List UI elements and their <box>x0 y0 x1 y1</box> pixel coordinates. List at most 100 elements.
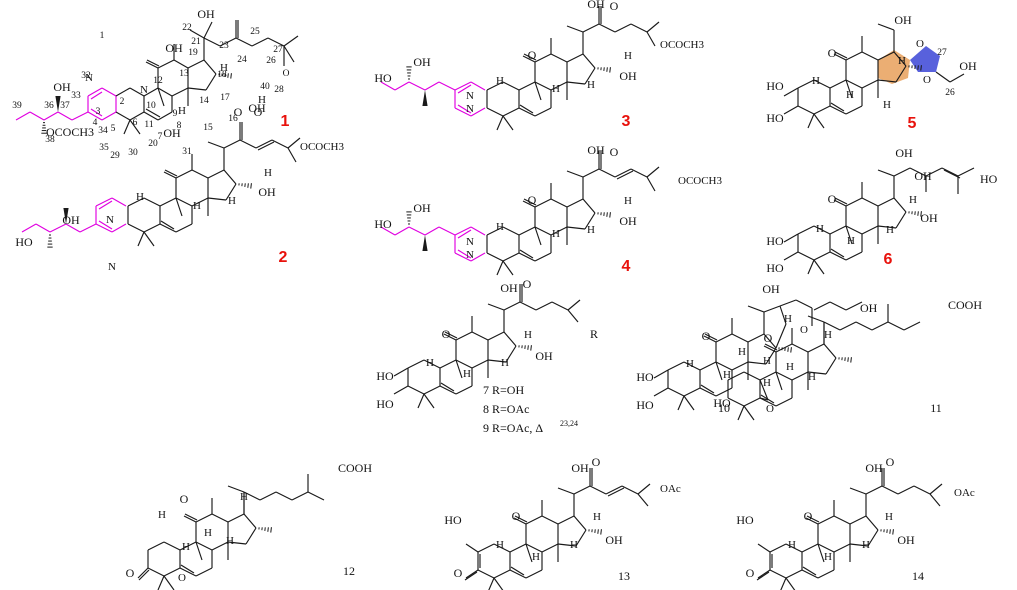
stereo-h: H <box>886 224 894 236</box>
s6-bond <box>941 167 959 177</box>
s3-bond <box>534 53 552 63</box>
hydroxyl-label: HO <box>980 172 998 186</box>
s5-bond <box>783 105 799 115</box>
s3-bond <box>534 81 552 91</box>
stereo-h: H <box>532 551 540 563</box>
s7-bond <box>535 301 553 311</box>
s1-bond <box>90 108 103 117</box>
hydroxyl-label: OH <box>587 143 605 157</box>
hydroxyl-label: OH <box>860 301 878 315</box>
s14-bond <box>801 543 819 553</box>
s14-bond <box>805 517 819 525</box>
hydroxyl-label: HO <box>636 370 654 384</box>
s13-bond <box>525 543 533 563</box>
s13-bond <box>477 569 495 579</box>
s4-bond <box>534 226 552 236</box>
s2-bond <box>127 223 145 233</box>
carbonyl-oxygen: O <box>512 509 521 523</box>
s6-bond <box>830 248 845 258</box>
s3-bond <box>582 23 600 33</box>
acetoxy-label: OCOCH3 <box>678 175 723 187</box>
hydroxyl-label: OH <box>53 80 71 94</box>
s12-bond <box>275 491 293 501</box>
s14-bond <box>785 569 803 579</box>
s11-bond <box>727 397 745 407</box>
s2-bond <box>287 147 297 163</box>
s4-bond <box>523 198 537 206</box>
s5-hash-bond <box>920 65 922 71</box>
nitrogen-label: N <box>466 249 474 261</box>
s13-bond <box>557 543 577 547</box>
s12-bond <box>163 541 181 551</box>
s13-bond <box>514 515 528 523</box>
s13-bond <box>493 577 504 590</box>
s6-bond <box>861 225 879 235</box>
s2-bond <box>111 223 127 233</box>
hydroxyl-label: OH <box>413 201 431 215</box>
s13-bond <box>573 515 587 531</box>
s2-bond <box>79 223 97 233</box>
s14-hash-bond <box>889 529 891 534</box>
s6-bond <box>845 251 863 261</box>
carbonyl-oxygen: O <box>528 48 537 62</box>
stereo-h: H <box>158 509 166 521</box>
s13-bond <box>525 515 543 525</box>
s7-bond <box>503 301 521 311</box>
s13-bond <box>621 485 639 495</box>
carbonyl-oxygen: O <box>254 105 263 119</box>
s6-bond <box>807 259 815 275</box>
carbonyl-oxygen: O <box>886 455 895 469</box>
hydroxyl-label: OH <box>535 349 553 363</box>
s11-bond <box>775 371 793 381</box>
stereo-h: H <box>788 539 796 551</box>
s3-bond <box>470 107 486 117</box>
s5-bond <box>877 23 895 31</box>
s4-bond <box>457 229 472 239</box>
s14-bond <box>757 569 771 579</box>
s2-bond <box>255 139 273 149</box>
s6-bond <box>845 225 853 245</box>
s6-bond <box>813 251 831 261</box>
s5-bond <box>845 105 863 115</box>
s11-bond <box>887 321 905 331</box>
s1-bond <box>143 111 159 121</box>
hydroxyl-label: HO <box>636 398 654 412</box>
stereo-h: H <box>552 228 560 240</box>
s3-bond <box>470 81 486 91</box>
stereo-h: H <box>763 377 771 389</box>
s4-bond <box>457 249 472 259</box>
stereo-h: H <box>885 511 893 523</box>
s14-bond <box>780 577 787 590</box>
hydroxyl-label: OH <box>762 282 780 296</box>
stereo-h: H <box>178 105 186 117</box>
s7-bond <box>423 385 441 395</box>
s3-wedge-bond <box>422 90 428 106</box>
s13-bond <box>510 566 525 576</box>
s2-bond <box>207 169 225 179</box>
s3-bond <box>486 107 504 117</box>
atom-locant: 3 <box>96 107 101 117</box>
s6-bond <box>877 197 895 207</box>
s2-bond <box>223 169 237 185</box>
s12-bond <box>195 541 203 561</box>
s1-bond <box>129 119 141 135</box>
s5-bond <box>830 102 845 112</box>
s4-bond <box>584 212 596 230</box>
s13-bond <box>477 543 495 553</box>
compound-number: 13 <box>618 569 630 583</box>
ring-oxygen: O <box>923 74 931 86</box>
s13-bond <box>637 483 651 495</box>
s13-hash-bond <box>597 529 599 534</box>
atom-locant: 25 <box>250 27 260 37</box>
atom-locant: 19 <box>188 48 198 58</box>
s6-bond <box>957 167 975 177</box>
s4-wedge-bond <box>422 235 428 251</box>
s4-bond <box>394 226 410 236</box>
s2-bond <box>143 197 161 207</box>
s2-hash-bond <box>247 183 249 188</box>
atom-locant: O <box>283 69 290 79</box>
